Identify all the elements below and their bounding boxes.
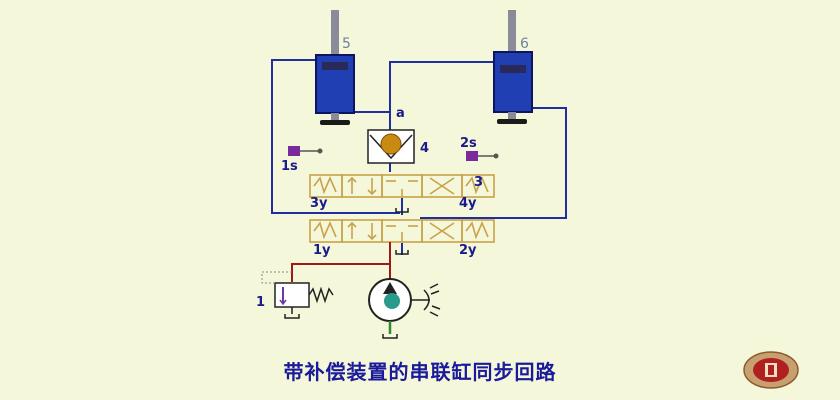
tank-symbol	[395, 208, 409, 213]
cylinder-6-label: 6	[520, 36, 529, 52]
cylinder-6	[493, 10, 533, 124]
diagram-caption: 带补偿装置的串联缸同步回路	[283, 360, 557, 384]
switch-1s-label: 1s	[281, 159, 298, 174]
cylinder-5	[315, 10, 355, 125]
solenoid-1y-label: 1y	[313, 243, 331, 258]
relief-valve	[261, 271, 334, 319]
tank-symbol-lower	[395, 250, 409, 255]
pump	[368, 278, 441, 339]
solenoid-2y-label: 2y	[459, 243, 477, 258]
directional-valve-lower	[309, 219, 495, 243]
check-valve-4	[367, 129, 415, 164]
node-a-label: a	[396, 106, 405, 121]
university-logo	[743, 351, 799, 389]
solenoid-4y-label: 4y	[459, 196, 477, 211]
limit-switch-1s	[288, 146, 323, 156]
limit-switch-2s	[466, 151, 499, 161]
pressure-line	[291, 242, 391, 287]
cylinder-5-label: 5	[342, 36, 351, 52]
check-valve-label: 4	[420, 141, 429, 156]
valve-3-label: 3	[474, 175, 483, 190]
switch-2s-label: 2s	[460, 136, 477, 151]
relief-valve-label: 1	[256, 295, 265, 310]
solenoid-3y-label: 3y	[310, 196, 328, 211]
directional-valve-3	[309, 174, 495, 198]
